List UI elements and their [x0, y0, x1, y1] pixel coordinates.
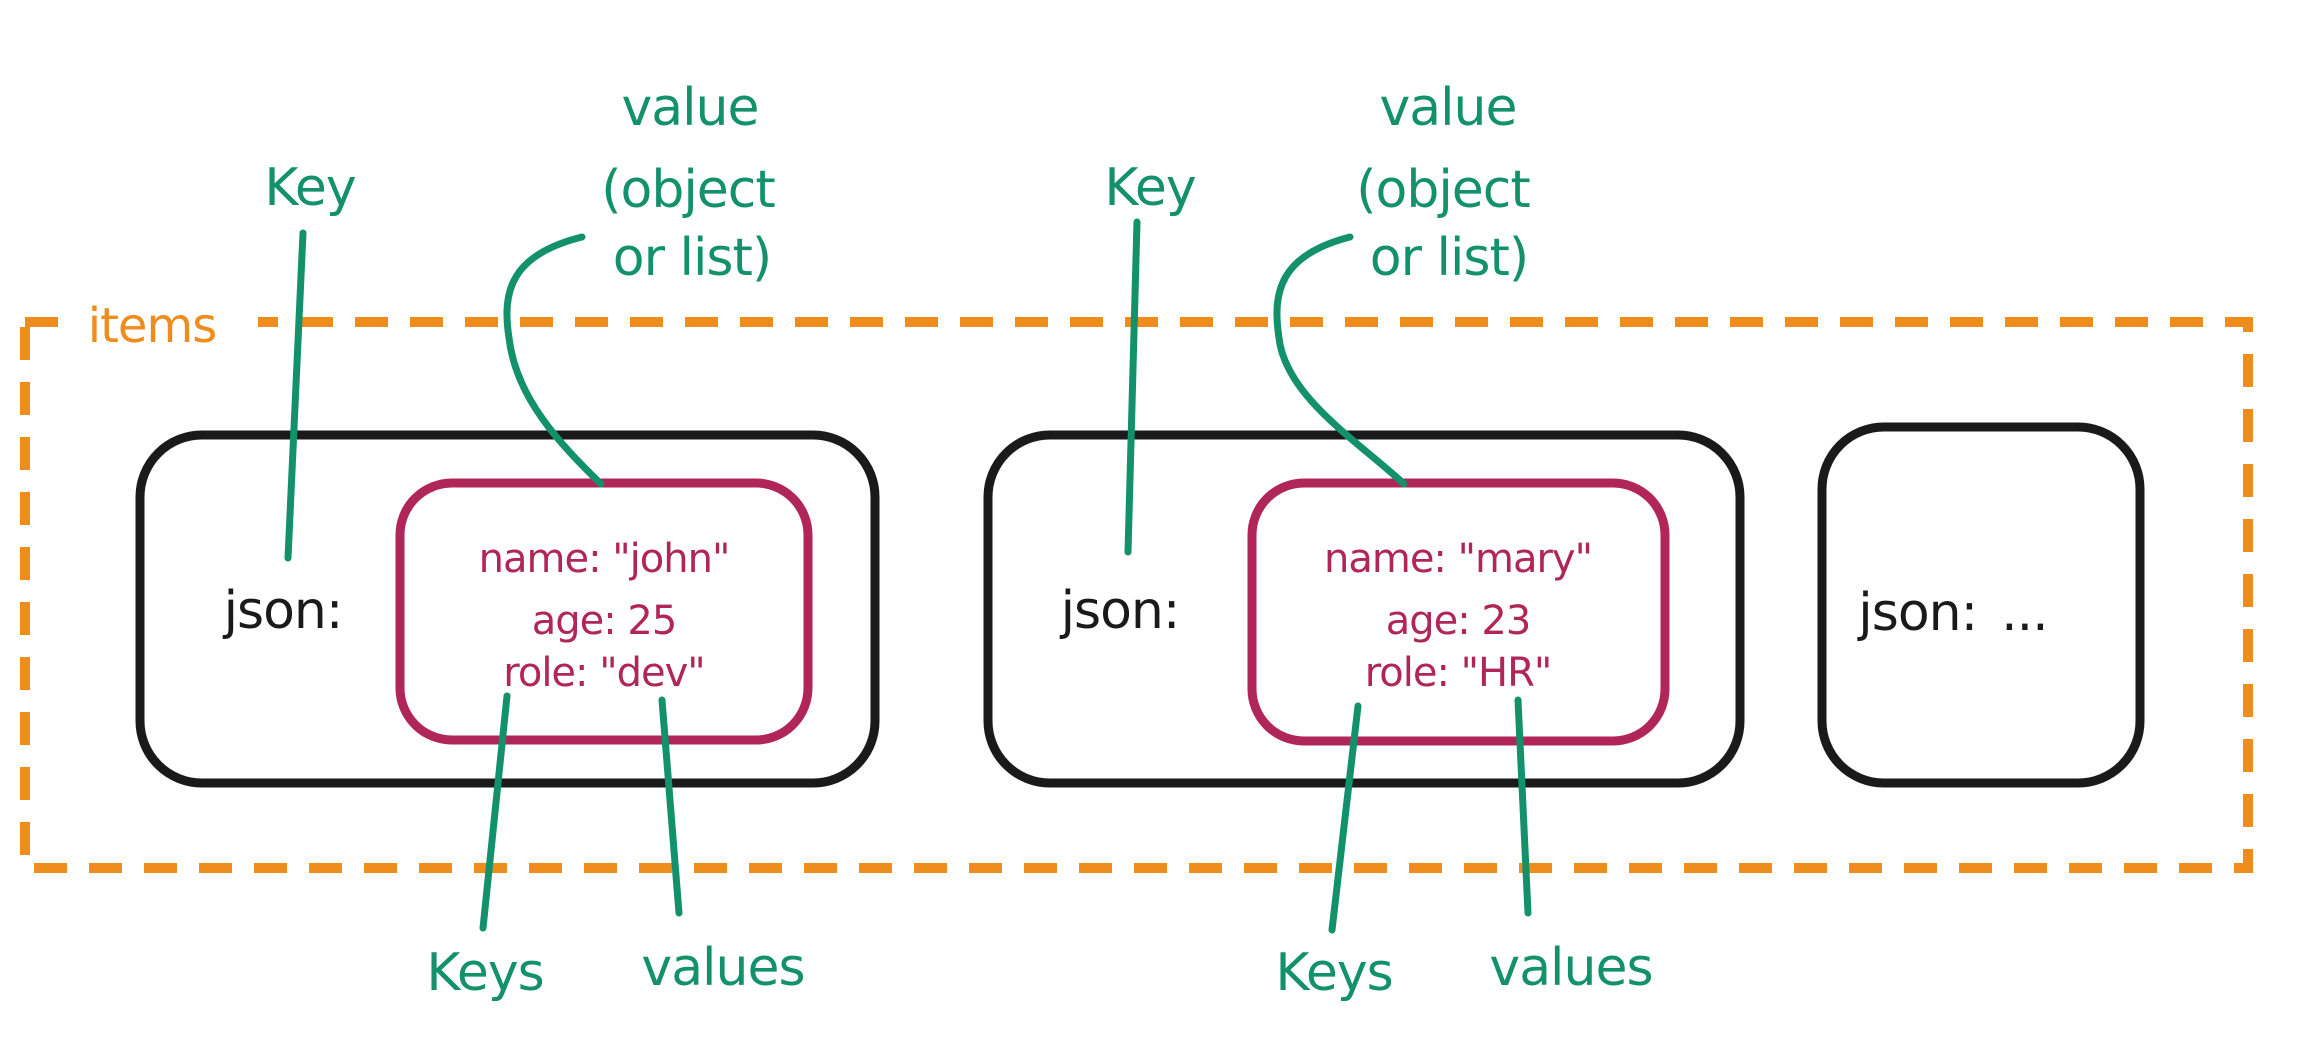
record-1-key-text: json: [223, 581, 343, 641]
value-object-box-2 [1247, 478, 1670, 746]
keys-pointer-line-1 [479, 692, 511, 932]
value-label-2-line-3: or list) [1370, 228, 1528, 288]
values-label-2: values [1489, 938, 1652, 998]
key-label-1: Key [264, 158, 356, 218]
value-label-1-line-3: or list) [613, 228, 771, 288]
record-box-1 [135, 430, 880, 788]
record-2-field-name: name: "mary" [1324, 536, 1592, 582]
value-pointer-curve-2 [1273, 233, 1408, 488]
record-3-key: json: [1857, 583, 1977, 643]
values-label-1: values [641, 938, 804, 998]
keys-label-1: Keys [426, 943, 543, 1003]
key-pointer-line-1 [284, 229, 307, 562]
value-pointer-curve-1 [503, 233, 605, 488]
record-2-field-age: age: 23 [1386, 598, 1531, 644]
record-3-ellipsis: ... [2001, 583, 2048, 643]
record-1-field-role: role: "dev" [503, 650, 704, 696]
key-label-2: Key [1104, 158, 1196, 218]
value-label-1-line-1: value [621, 78, 758, 138]
value-label-2-line-1: value [1379, 78, 1516, 138]
record-box-2 [983, 430, 1745, 788]
record-1-field-age: age: 25 [532, 598, 677, 644]
items-label-backdrop [72, 296, 258, 352]
value-label-2-line-2: (object [1356, 160, 1530, 220]
record-2-field-role: role: "HR" [1365, 650, 1552, 696]
key-pointer-line-2 [1124, 218, 1141, 556]
values-pointer-line-2 [1514, 696, 1532, 917]
record-3-key-text: json:... [1857, 583, 2047, 643]
value-label-1-line-2: (object [601, 160, 775, 220]
keys-pointer-line-2 [1328, 702, 1362, 934]
keys-label-2: Keys [1275, 943, 1392, 1003]
items-label: items [88, 298, 216, 354]
record-2-key-text: json: [1060, 581, 1180, 641]
record-1-field-name: name: "john" [479, 536, 730, 582]
values-pointer-line-1 [658, 696, 683, 917]
record-box-3 [1817, 422, 2145, 788]
